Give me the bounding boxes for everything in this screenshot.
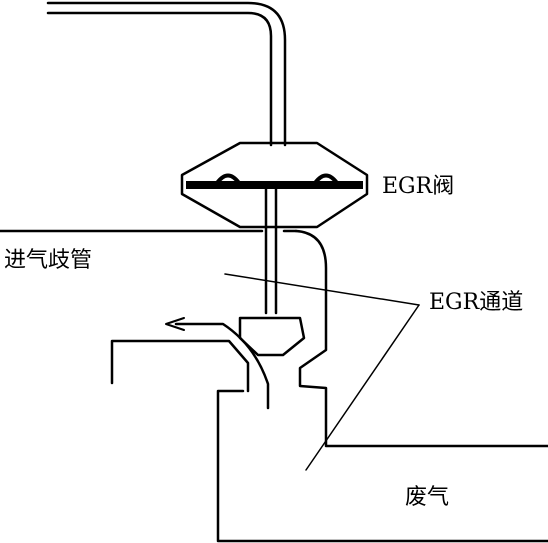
vacuum-hose-inner <box>46 11 273 147</box>
egr-valve-housing <box>180 141 369 229</box>
leader-egr-passage-1 <box>224 273 420 306</box>
intake-lower-wall <box>110 339 250 393</box>
exhaust-chamber-wall <box>216 389 548 543</box>
egr-passage-wall <box>294 229 548 448</box>
egr-passage-label: EGR通道 <box>429 290 524 315</box>
flow-arrowhead <box>165 317 185 331</box>
egr-valve-label: EGR阀 <box>382 174 455 199</box>
leader-egr-passage-2 <box>305 304 420 471</box>
vacuum-hose-outer <box>46 1 287 147</box>
exhaust-label: 废气 <box>405 485 450 510</box>
intake-manifold-label: 进气歧管 <box>4 248 93 273</box>
egr-valve-diaphragm <box>186 173 363 189</box>
flow-arrow <box>174 322 270 410</box>
